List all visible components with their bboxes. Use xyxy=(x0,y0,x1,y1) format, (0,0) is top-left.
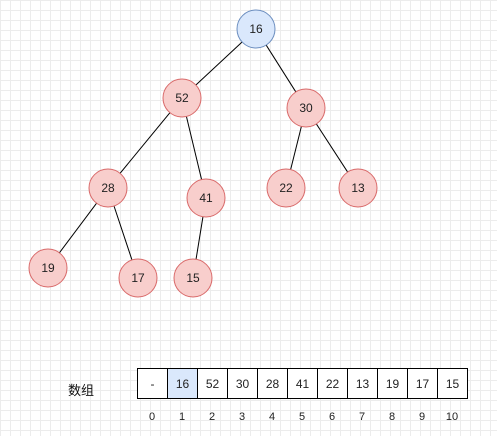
tree-node-label: 17 xyxy=(131,271,145,285)
array-index-label: 5 xyxy=(298,411,306,423)
tree-node-30: 30 xyxy=(286,88,326,128)
array-index-label: 7 xyxy=(358,411,366,423)
tree-node-circle xyxy=(236,9,276,49)
tree-node-circle xyxy=(162,78,202,118)
tree-node-circle xyxy=(186,178,226,218)
array-index-label: 0 xyxy=(148,411,156,423)
tree-edge xyxy=(119,112,171,174)
tree-node-circle xyxy=(28,248,68,288)
array-cell: 16 xyxy=(167,368,198,399)
array-index-row: 0 1 2 3 4 5 6 7 8 9 10 xyxy=(137,411,467,423)
array-cell: 52 xyxy=(197,368,228,399)
array-index-label: 3 xyxy=(238,411,246,423)
tree-edge xyxy=(290,126,302,170)
array-cell: 22 xyxy=(317,368,348,399)
array-cell: - xyxy=(137,368,168,399)
tree-edge xyxy=(113,205,133,261)
tree-node-circle xyxy=(338,168,378,208)
tree-node-label: 13 xyxy=(351,181,365,195)
array-index-label: 6 xyxy=(328,411,336,423)
tree-edge xyxy=(265,44,297,93)
tree-node-circle xyxy=(173,258,213,298)
tree-node-circle xyxy=(266,168,306,208)
array-index-label: 2 xyxy=(208,411,216,423)
array-index-label: 1 xyxy=(178,411,186,423)
tree-node-label: 15 xyxy=(186,271,200,285)
tree-edge xyxy=(315,123,349,173)
tree-node-22: 22 xyxy=(266,168,306,208)
tree-edge xyxy=(59,202,97,254)
tree-node-label: 52 xyxy=(175,91,189,105)
array-cell: 15 xyxy=(437,368,468,399)
array-cell: 19 xyxy=(377,368,408,399)
tree-edge xyxy=(195,216,204,260)
tree-node-label: 28 xyxy=(101,181,115,195)
tree-node-17: 17 xyxy=(118,258,158,298)
tree-node-circle xyxy=(286,88,326,128)
array-index-label: 4 xyxy=(268,411,276,423)
array-index-label: 8 xyxy=(388,411,396,423)
tree-edges xyxy=(59,41,349,261)
tree-node-41: 41 xyxy=(186,178,226,218)
array-index-label: 10 xyxy=(445,411,459,423)
tree-node-15: 15 xyxy=(173,258,213,298)
tree-node-16: 16 xyxy=(236,9,276,49)
tree-node-label: 16 xyxy=(249,22,263,36)
tree-nodes: 16 52 30 28 41 22 13 19 17 15 xyxy=(28,9,378,298)
tree-node-circle xyxy=(88,168,128,208)
tree-node-label: 41 xyxy=(199,191,213,205)
tree-node-label: 30 xyxy=(299,101,313,115)
tree-node-52: 52 xyxy=(162,78,202,118)
array-cell: 17 xyxy=(407,368,438,399)
tree-node-19: 19 xyxy=(28,248,68,288)
tree-edge xyxy=(195,41,243,86)
tree-edge xyxy=(185,116,203,180)
array-cell: 13 xyxy=(347,368,378,399)
tree-node-28: 28 xyxy=(88,168,128,208)
array-cell: 41 xyxy=(287,368,318,399)
tree-node-label: 22 xyxy=(279,181,293,195)
tree-node-circle xyxy=(118,258,158,298)
array-index-label: 9 xyxy=(418,411,426,423)
tree-node-13: 13 xyxy=(338,168,378,208)
array-cell: 28 xyxy=(257,368,288,399)
array-caption: 数组 xyxy=(68,384,95,399)
tree-node-label: 19 xyxy=(41,261,55,275)
array-cell: 30 xyxy=(227,368,258,399)
